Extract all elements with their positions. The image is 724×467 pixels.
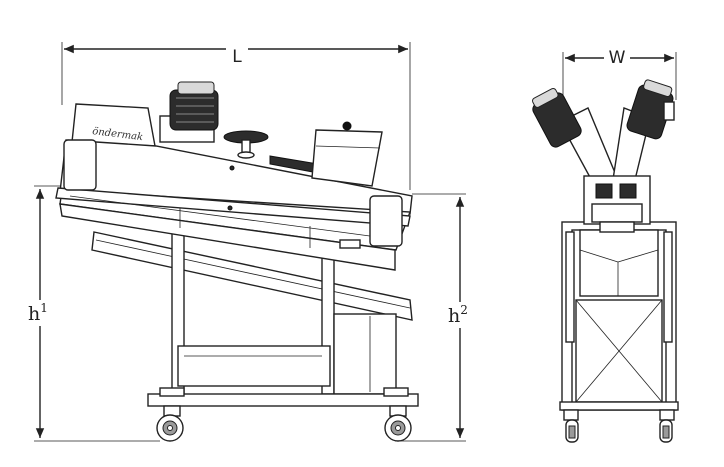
- front-view: [531, 79, 679, 443]
- caster-wheel-right: [384, 405, 412, 442]
- dimension-h2: h2: [395, 193, 478, 442]
- height-1-label: h1: [28, 301, 48, 325]
- main-housing: [55, 103, 413, 271]
- dimension-W: W: [562, 48, 677, 100]
- frame: [147, 221, 419, 407]
- dimension-h1: h1: [25, 185, 160, 442]
- length-label: L: [232, 47, 242, 67]
- motor: [159, 81, 219, 143]
- height-2-label: h2: [448, 303, 468, 327]
- front-caster-left: [563, 409, 579, 443]
- cabinet: [559, 221, 679, 411]
- front-caster-right: [659, 409, 675, 443]
- caster-wheel-left: [156, 405, 184, 442]
- front-motor-right: [611, 79, 675, 193]
- dimension-L: L: [61, 40, 411, 190]
- width-label: W: [609, 48, 626, 68]
- side-view: öndermak: [55, 81, 419, 442]
- hopper: [311, 121, 383, 187]
- front-drive-block: [583, 175, 651, 233]
- front-motor-left: [531, 87, 619, 193]
- hand-wheel: [223, 130, 269, 159]
